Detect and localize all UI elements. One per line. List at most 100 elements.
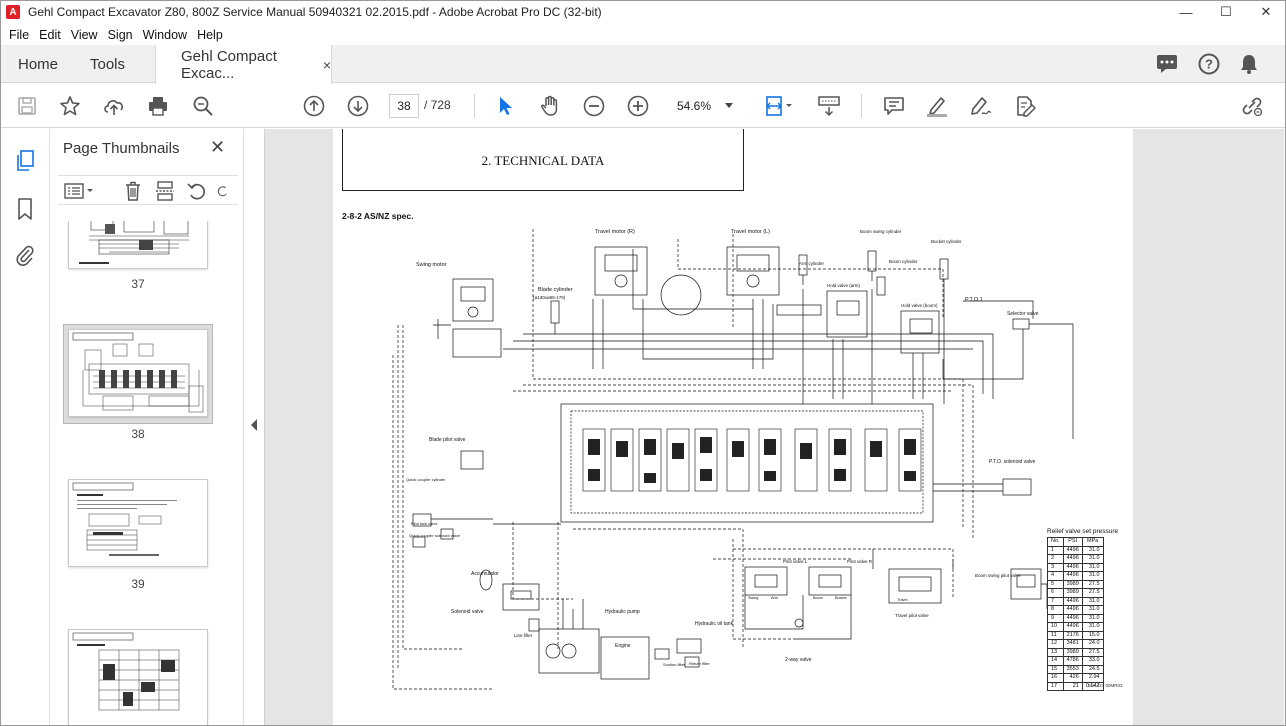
comment-icon[interactable] <box>1156 54 1178 74</box>
close-button[interactable]: ✕ <box>1260 4 1272 19</box>
toolbar-divider <box>474 94 475 118</box>
label-travel-pilot-valve: Travel pilot valve <box>895 613 929 618</box>
label-arm-cylinder: Arm cylinder <box>799 261 825 266</box>
relief-table-header-cell: PSI <box>1062 537 1083 547</box>
draw-sign-icon[interactable] <box>969 94 993 118</box>
edit-pdf-icon[interactable] <box>1013 94 1037 118</box>
thumbnail-page-39[interactable] <box>68 479 208 567</box>
thumbnail-page-37[interactable] <box>68 221 208 269</box>
fit-page-icon[interactable] <box>763 94 797 118</box>
toolbar-divider <box>861 94 862 118</box>
page-thumbnails-icon[interactable] <box>13 149 37 173</box>
relief-table-cell: 21 <box>1062 681 1083 691</box>
label-return-filter: Return filter <box>689 661 710 666</box>
page-header-box: 2. TECHNICAL DATA <box>342 129 744 191</box>
menu-file[interactable]: File <box>9 27 30 42</box>
notification-bell-icon[interactable] <box>1240 54 1258 74</box>
relief-table-cell: 1 <box>1047 545 1064 555</box>
tab-home[interactable]: Home <box>18 55 59 73</box>
zoom-search-icon[interactable] <box>191 94 215 118</box>
zoom-out-icon[interactable] <box>582 94 606 118</box>
rotate-left-icon[interactable] <box>186 180 208 202</box>
window-title: Gehl Compact Excavator Z80, 800Z Service… <box>28 5 602 19</box>
select-cursor-icon[interactable] <box>494 94 518 118</box>
collapse-arrow-icon[interactable] <box>251 419 257 431</box>
next-page-icon[interactable] <box>346 94 370 118</box>
thumbnail-page-40[interactable] <box>68 629 208 726</box>
menu-bar: File Edit View Sign Window Help <box>0 24 1286 45</box>
tab-tools[interactable]: Tools <box>90 55 126 73</box>
label-quick-coupler-solenoid: Quick coupler solenoid valve <box>409 533 461 538</box>
section-heading: 2-8-2 AS/NZ spec. <box>342 211 414 221</box>
label-suction-filter: Suction filter <box>663 662 686 667</box>
thumbnail-options-icon[interactable] <box>62 180 96 202</box>
thumbnail-page-38[interactable] <box>68 329 208 417</box>
relief-table-cell: 4 <box>1047 571 1064 581</box>
add-comment-icon[interactable] <box>882 94 906 118</box>
panel-splitter[interactable] <box>243 129 265 726</box>
label-pto-solenoid: P.T.O. solenoid valve <box>989 459 1036 465</box>
maximize-button[interactable]: ☐ <box>1220 4 1232 19</box>
share-link-icon[interactable] <box>1240 94 1264 118</box>
panel-close-icon[interactable]: ✕ <box>210 137 226 157</box>
label-bucket-cylinder: Bucket cylinder <box>931 239 962 244</box>
thumbnails-panel: Page Thumbnails ✕ <box>50 129 290 726</box>
insert-page-icon[interactable] <box>154 180 176 202</box>
thumbnail-list: 37 38 <box>58 221 238 726</box>
relief-table-cell: 31.0 <box>1081 571 1104 581</box>
label-pilot-valve-l: Pilot valve L <box>783 559 808 564</box>
menu-view[interactable]: View <box>70 27 98 42</box>
save-icon[interactable] <box>15 94 39 118</box>
bookmark-star-icon[interactable] <box>58 94 82 118</box>
label-boom-swing-pilot: Boom swing pilot valve <box>975 573 1021 578</box>
relief-table-title: Relief valve set pressure <box>1047 528 1119 535</box>
zoom-level-dropdown[interactable]: 54.6% <box>669 94 741 118</box>
menu-edit[interactable]: Edit <box>39 27 61 42</box>
tab-close-icon[interactable]: × <box>322 56 331 73</box>
rotate-right-icon[interactable] <box>216 180 230 202</box>
relief-table-cell: 24.0 <box>1081 639 1104 649</box>
panel-toolbar <box>58 175 238 205</box>
delete-page-icon[interactable] <box>122 180 144 202</box>
label-boom-cylinder: Boom cylinder <box>889 259 918 264</box>
acrobat-icon: A <box>6 5 20 19</box>
zoom-in-icon[interactable] <box>626 94 650 118</box>
label-pilot-lock-valve: Pilot lock valve <box>411 521 438 526</box>
minimize-button[interactable]: — <box>1179 4 1193 20</box>
relief-table-cell: 24.5 <box>1081 664 1104 674</box>
menu-help[interactable]: Help <box>197 27 223 42</box>
scroll-mode-icon[interactable] <box>816 94 842 118</box>
previous-page-icon[interactable] <box>302 94 326 118</box>
relief-table-cell: 15 <box>1047 664 1064 674</box>
relief-table-cell: 3 <box>1047 562 1064 572</box>
relief-table-cell: 12 <box>1047 639 1064 649</box>
tab-bar: Home Tools Gehl Compact Excac... × ? <box>0 45 1286 84</box>
zoom-level-value: 54.6% <box>677 99 712 113</box>
page-number-input[interactable]: 38 <box>389 94 419 118</box>
upload-cloud-icon[interactable] <box>102 94 126 118</box>
bookmarks-icon[interactable] <box>13 197 37 221</box>
relief-table-cell: 3989 <box>1062 588 1083 598</box>
attachments-icon[interactable] <box>13 243 37 267</box>
hand-tool-icon[interactable] <box>538 94 562 118</box>
highlight-pen-icon[interactable] <box>925 94 949 118</box>
label-boom: Boom <box>813 596 823 600</box>
window-controls: — ☐ ✕ <box>1166 0 1286 24</box>
menu-sign[interactable]: Sign <box>107 27 133 42</box>
label-swing: Swing <box>748 596 758 600</box>
document-view[interactable]: 2. TECHNICAL DATA 2-8-2 AS/NZ spec. <box>265 129 1284 726</box>
tab-document[interactable]: Gehl Compact Excac... × <box>155 45 332 84</box>
help-icon[interactable]: ? <box>1198 53 1220 75</box>
print-icon[interactable] <box>146 94 170 118</box>
label-swing-motor: Swing motor <box>416 262 447 268</box>
relief-table-cell: 31.0 <box>1081 613 1104 623</box>
menu-window[interactable]: Window <box>142 27 188 42</box>
